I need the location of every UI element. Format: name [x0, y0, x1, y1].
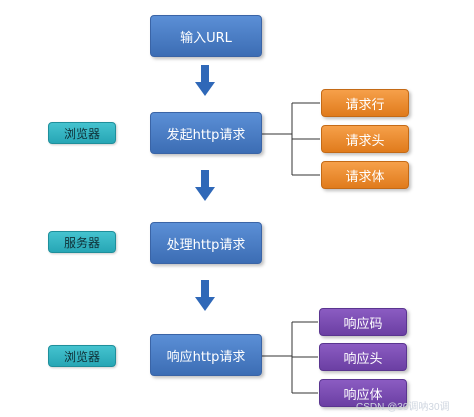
response-request-label: 响应http请求 — [166, 349, 246, 365]
input-url-label: 输入URL — [180, 30, 232, 46]
response-request-node: 响应http请求 — [150, 334, 262, 376]
process-request-node: 处理http请求 — [150, 222, 262, 264]
request-header-label: 请求头 — [345, 133, 385, 149]
actor-browser-top-label: 浏览器 — [63, 126, 100, 141]
input-url-node: 输入URL — [150, 15, 262, 57]
response-header-node: 响应头 — [319, 343, 407, 371]
send-request-node: 发起http请求 — [150, 112, 262, 154]
actor-server: 服务器 — [48, 231, 116, 253]
arrow-3 — [195, 280, 215, 311]
actor-browser-bottom: 浏览器 — [48, 345, 116, 367]
actor-server-label: 服务器 — [63, 235, 100, 250]
watermark: CSDN @30调呐30调 — [356, 402, 450, 413]
arrow-2 — [195, 170, 215, 201]
response-code-node: 响应码 — [319, 308, 407, 336]
request-header-node: 请求头 — [321, 125, 409, 153]
response-bracket — [262, 321, 318, 394]
response-code-label: 响应码 — [343, 316, 383, 332]
response-body-label: 响应体 — [343, 387, 383, 403]
send-request-label: 发起http请求 — [166, 127, 246, 143]
request-line-label: 请求行 — [345, 97, 385, 113]
request-line-node: 请求行 — [321, 89, 409, 117]
request-bracket — [262, 102, 320, 176]
arrow-1 — [195, 65, 215, 96]
actor-browser-top: 浏览器 — [48, 122, 116, 144]
response-header-label: 响应头 — [343, 351, 383, 367]
response-body-node: 响应体 — [319, 379, 407, 407]
request-body-node: 请求体 — [321, 161, 409, 189]
actor-browser-bottom-label: 浏览器 — [63, 349, 100, 364]
process-request-label: 处理http请求 — [166, 237, 246, 253]
request-body-label: 请求体 — [345, 169, 385, 185]
